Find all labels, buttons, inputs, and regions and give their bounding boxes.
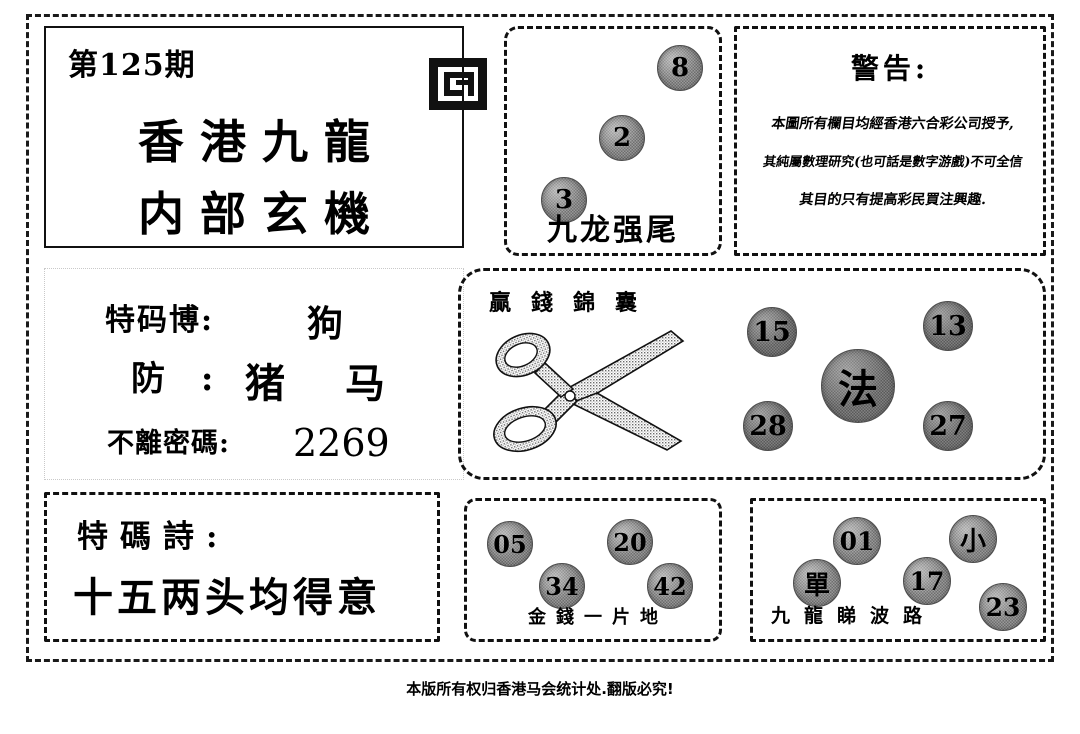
winning-pouch-ball: 15 <box>747 307 797 357</box>
title-line-secondary: 内部玄機 <box>138 187 386 241</box>
money-ball: 20 <box>607 519 653 565</box>
scissors-icon <box>493 330 685 453</box>
warning-line-3: 其目的只有提高彩民買注興趣. <box>798 192 988 208</box>
issue-suffix: 期 <box>164 48 196 83</box>
maze-seal-icon <box>429 58 487 110</box>
poem-panel: 特碼詩: 十五两头均得意 <box>44 492 440 642</box>
road-ball: 單 <box>793 559 841 607</box>
issue-prefix: 第 <box>68 48 99 83</box>
special-code-value: 狗 <box>307 303 344 345</box>
issue-number: 125 <box>99 48 165 83</box>
defense-value-b: 马 <box>345 360 385 407</box>
money-label: 金錢一片地 <box>528 607 668 628</box>
nine-dragon-ball: 2 <box>599 115 645 161</box>
warning-title: 警告: <box>850 52 930 85</box>
winning-pouch-panel: 贏錢錦囊 <box>458 268 1046 480</box>
warning-panel: 警告: 本圖所有欄目均經香港六合彩公司授予, 其純屬數理研究(也可話是數字游戲)… <box>734 26 1046 256</box>
issue-label: 第125期 <box>68 40 196 84</box>
winning-pouch-ball: 27 <box>923 401 973 451</box>
nine-dragon-ball: 3 <box>541 177 587 223</box>
road-panel: 01 小單 17 23 九龍睇波路 <box>750 498 1046 642</box>
warning-line-2: 其純屬數理研究(也可話是數字游戲)不可全信 <box>762 155 1024 170</box>
copyright-footer: 本版所有权归香港马会统计处.翻版必究! <box>406 680 674 698</box>
road-ball: 23 <box>979 583 1027 631</box>
nine-dragon-label: 九龙强尾 <box>547 213 679 248</box>
special-code-label: 特码博: <box>105 303 215 338</box>
warning-line-1: 本圖所有欄目均經香港六合彩公司授予, <box>770 116 1016 132</box>
winning-pouch-ball: 28 <box>743 401 793 451</box>
title-panel: 第125期 香港九龍 内部玄機 <box>44 26 487 248</box>
secret-code-label: 不離密碼: <box>107 428 230 459</box>
winning-pouch-ball: 法 <box>821 349 895 423</box>
nine-dragon-ball: 8 <box>657 45 703 91</box>
road-label: 九龍睇波路 <box>771 605 937 627</box>
road-ball: 17 <box>903 557 951 605</box>
winning-pouch-ball: 13 <box>923 301 973 351</box>
winning-pouch-title: 贏錢錦囊 <box>489 290 658 316</box>
road-ball: 小 <box>949 515 997 563</box>
money-ball: 42 <box>647 563 693 609</box>
defense-value-a: 猪 <box>245 360 285 407</box>
title-line-primary: 香港九龍 <box>138 115 386 169</box>
money-panel: 05 20 34 42 金錢一片地 <box>464 498 722 642</box>
money-ball: 34 <box>539 563 585 609</box>
poem-label: 特碼詩: <box>77 519 230 555</box>
defense-label: 防 : <box>131 359 226 399</box>
money-ball: 05 <box>487 521 533 567</box>
outer-dashed-frame <box>26 14 1054 662</box>
special-code-panel: 特码博: 狗 防 : 猪 马 不離密碼: 2269 <box>44 268 464 480</box>
road-ball: 01 <box>833 517 881 565</box>
poem-text: 十五两头均得意 <box>73 574 381 621</box>
secret-code-value: 2269 <box>293 421 390 465</box>
